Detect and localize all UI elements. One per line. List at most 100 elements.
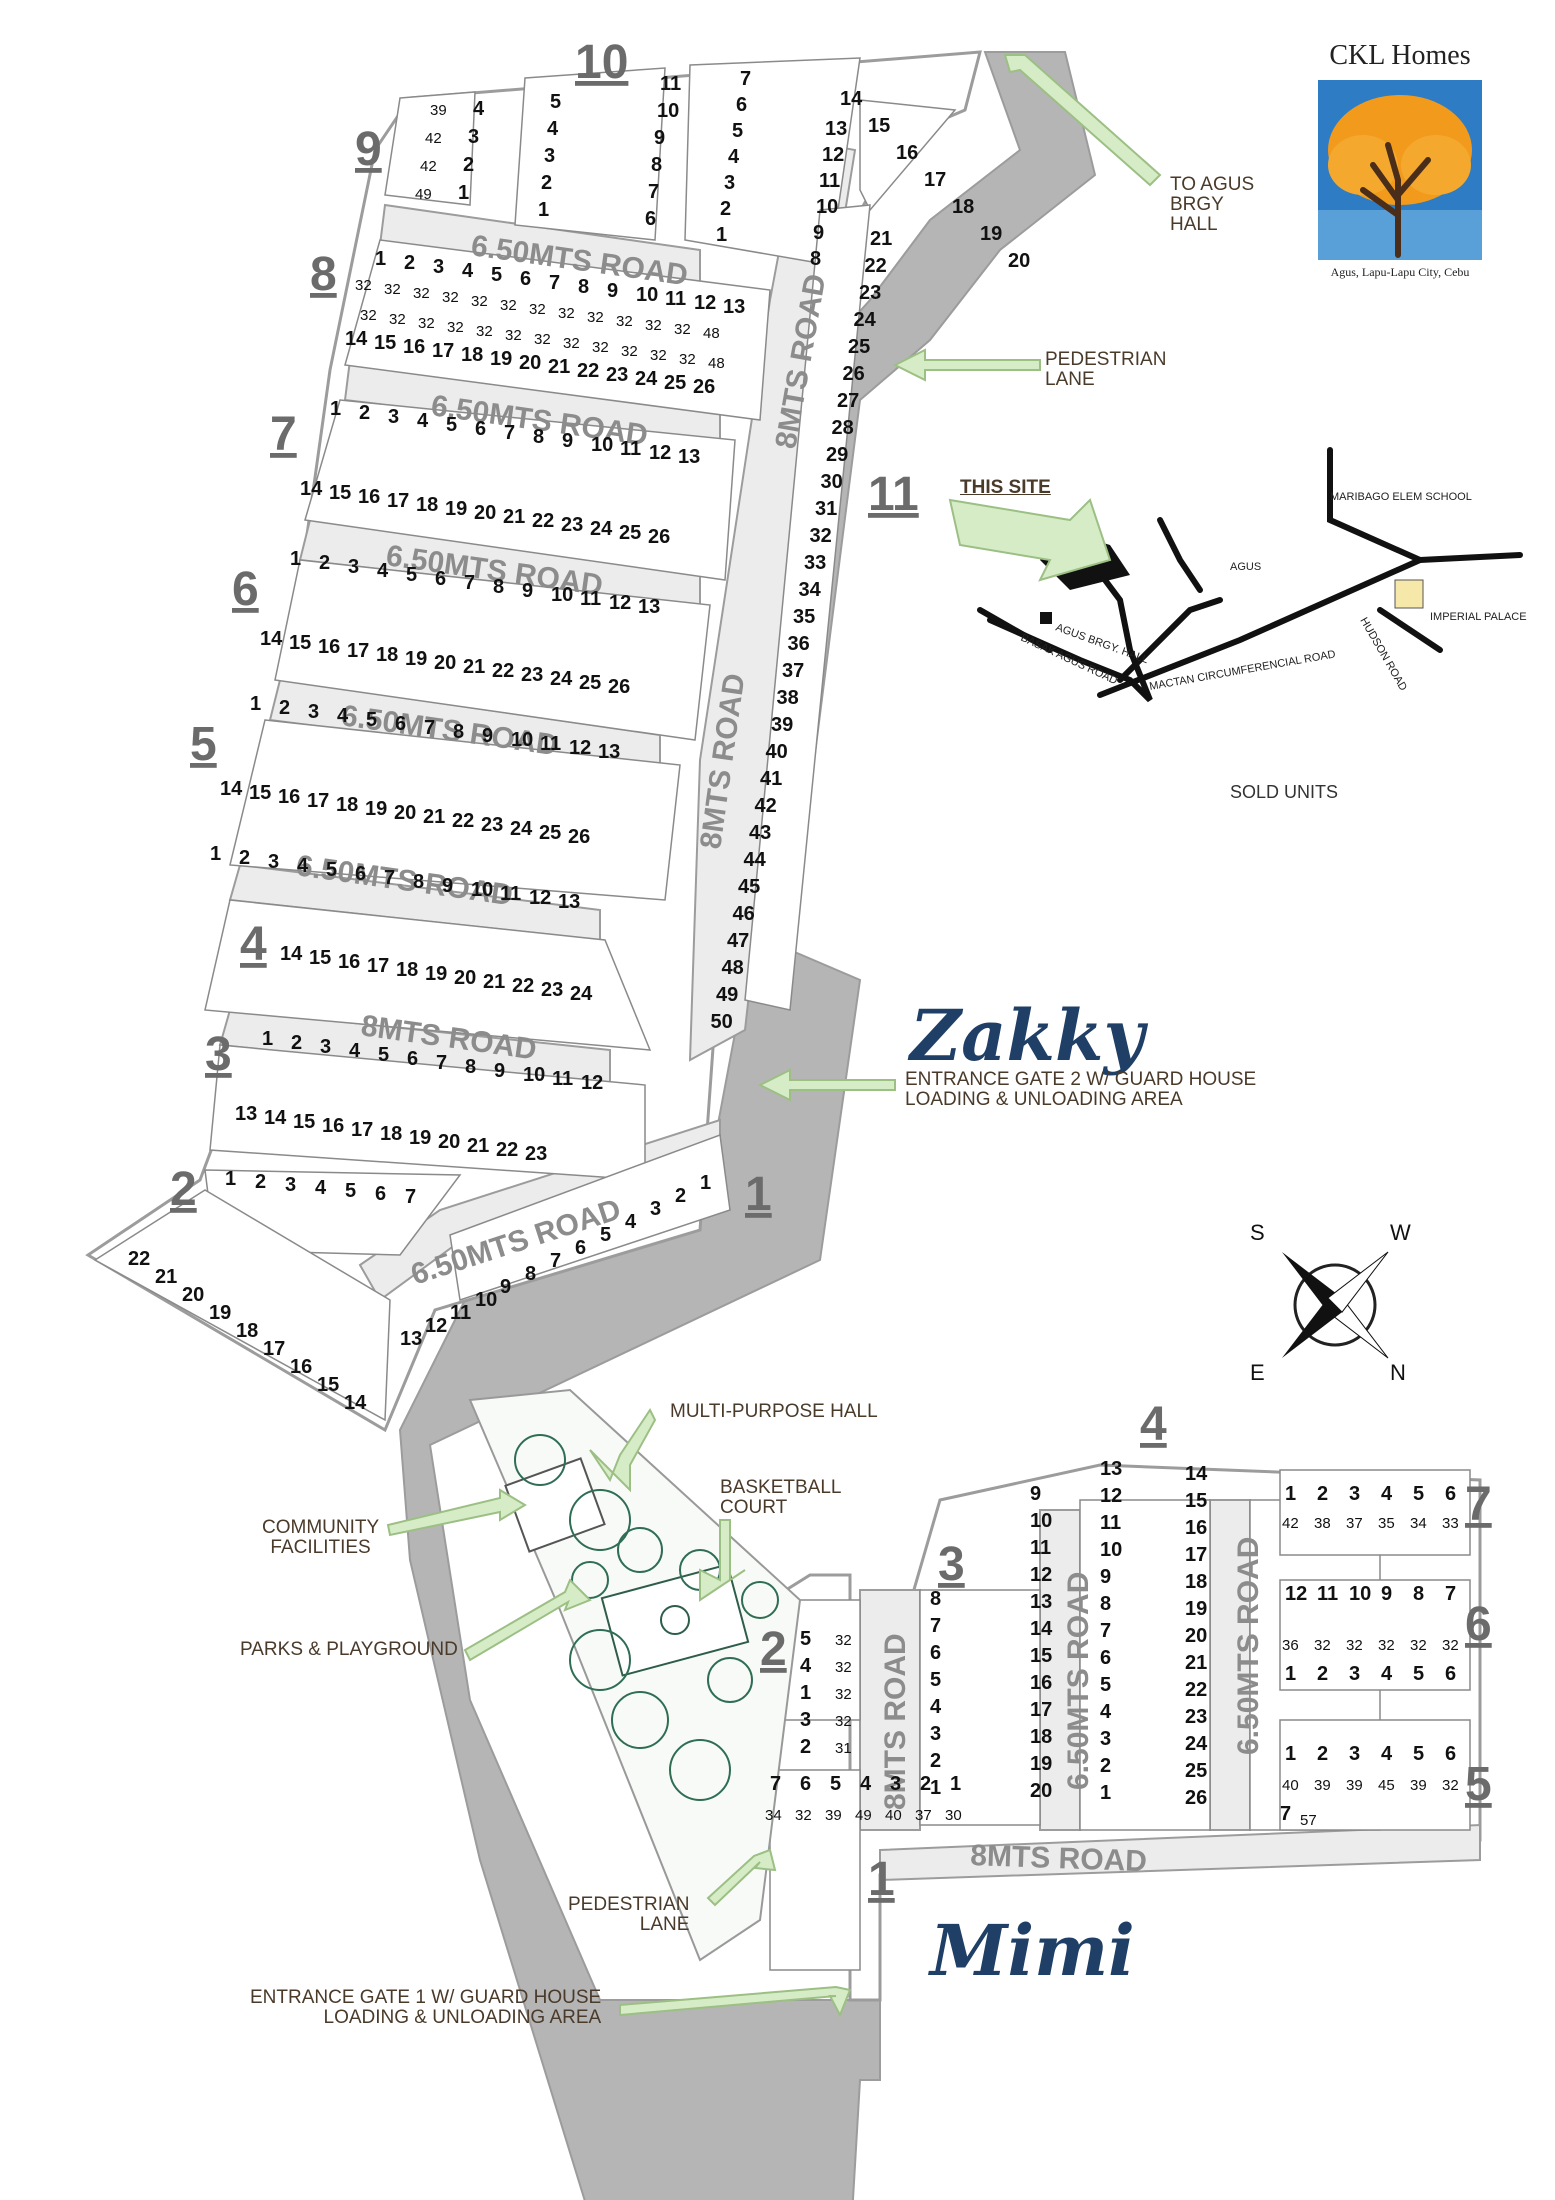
map-place: MARIBAGO ELEM SCHOOL [1330,491,1472,503]
lot-number: 26 [1185,1787,1207,1809]
lot-number: 20 [394,802,416,824]
lot-number: 13 [558,891,580,913]
lot-number: 10 [636,284,658,306]
lot-number: 4 [1381,1663,1393,1685]
lot-number: 10 [523,1064,545,1086]
lot-number: 20 [434,652,456,674]
lot-number: 19 [405,648,427,670]
lot-number: 16 [278,786,300,808]
lot-number: 20 [1030,1780,1052,1802]
lot-number: 47 [727,930,749,952]
zakky-block-number: 4 [240,918,267,971]
lot-number: 12 [822,144,844,166]
lot-number: 14 [280,943,303,965]
lot-number: 10 [471,879,493,901]
lot-number: 5 [600,1224,611,1246]
lot-number: 2 [541,172,552,194]
lot-number: 8 [930,1588,941,1610]
lot-number: 11 [500,883,521,905]
lot-number: 19 [445,498,467,520]
lot-number: 16 [322,1115,344,1137]
lot-number: 14 [1185,1463,1208,1485]
lot-number: 22 [1185,1679,1207,1701]
lot-number: 12 [609,592,631,614]
lot-number: 15 [293,1111,315,1133]
lot-area: 33 [1442,1515,1459,1532]
lot-number: 19 [365,798,387,820]
lot-area: 57 [1300,1812,1317,1829]
lot-number: 10 [591,434,613,456]
lot-number: 5 [1413,1663,1424,1685]
lot-number: 14 [264,1107,287,1129]
lot-area: 32 [384,281,401,298]
lot-number: 4 [1381,1483,1393,1505]
lot-number: 11 [620,438,641,460]
lot-number: 16 [338,951,360,973]
lot-area: 32 [418,315,435,332]
lot-number: 3 [650,1198,661,1220]
lot-number: 3 [468,126,479,148]
lot-number: 48 [722,957,744,979]
lot-number: 22 [496,1139,518,1161]
lot-number: 11 [819,170,840,192]
lot-number: 19 [980,223,1002,245]
lot-number: 3 [320,1036,331,1058]
zakky-brand: Zakky [907,994,1148,1077]
lot-number: 5 [1413,1483,1424,1505]
lot-area: 32 [835,1686,852,1703]
road-label: 8MTS ROAD [970,1839,1148,1878]
tree-logo-art [1318,80,1482,260]
zakky-block-number: 8 [310,248,337,301]
lot-number: 9 [522,580,533,602]
lot-area: 32 [587,309,604,326]
lot-number: 4 [417,410,429,432]
lot-number: 3 [890,1773,901,1795]
lot-number: 22 [128,1248,150,1270]
lot-number: 36 [788,633,810,655]
lot-number: 8 [651,154,662,176]
zakky-block-number: 11 [868,468,919,521]
lot-number: 15 [289,632,311,654]
lot-area: 32 [442,289,459,306]
lot-number: 11 [580,588,601,610]
lot-number: 5 [366,709,377,731]
lot-number: 2 [291,1032,302,1054]
entrance-gate-2-callout: ENTRANCE GATE 2 W/ GUARD HOUSE LOADING &… [905,1069,1257,1110]
lot-number: 18 [416,494,438,516]
lot-number: 27 [837,390,859,412]
lot-number: 2 [279,697,290,719]
lot-number: 12 [581,1072,603,1094]
lot-number: 1 [716,224,727,246]
lot-number: 10 [1349,1583,1371,1605]
lot-number: 21 [548,356,570,378]
lot-number: 10 [816,196,838,218]
multi-purpose-hall-callout: MULTI-PURPOSE HALL [670,1401,878,1422]
lot-number: 15 [1030,1645,1052,1667]
map-place: MACTAN CIRCUMFERENCIAL ROAD [1148,648,1336,693]
lot-area: 32 [1410,1637,1427,1654]
lot-number: 25 [619,522,641,544]
lot-number: 1 [1285,1743,1296,1765]
lot-number: 7 [648,181,659,203]
lot-number: 13 [598,741,620,763]
lot-number: 6 [800,1773,811,1795]
lot-number: 21 [423,806,445,828]
lot-number: 9 [1381,1583,1392,1605]
lot-number: 6 [736,94,747,116]
lot-number: 8 [493,576,504,598]
lot-number: 1 [375,248,386,270]
lot-number: 2 [463,154,474,176]
road-label: 6.50MTS ROAD [1062,1572,1095,1790]
lot-area: 37 [915,1807,932,1824]
lot-number: 26 [693,376,715,398]
lot-area: 34 [765,1807,782,1824]
lot-area: 32 [563,335,580,352]
lot-number: 4 [800,1655,812,1677]
lot-number: 6 [1445,1663,1456,1685]
lot-number: 1 [1285,1663,1296,1685]
lot-number: 16 [1030,1672,1052,1694]
lot-number: 4 [315,1177,327,1199]
lot-number: 24 [854,309,877,331]
lot-number: 21 [155,1266,177,1288]
lot-number: 14 [345,328,368,350]
